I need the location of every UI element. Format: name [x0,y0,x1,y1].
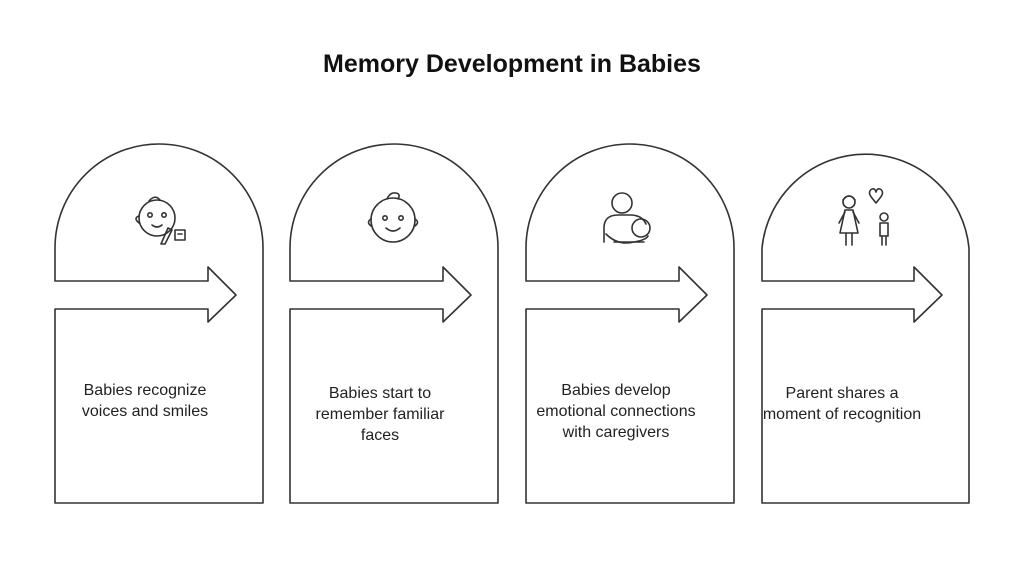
step-3-description: Babies develop emotional connections wit… [536,382,696,441]
step-2-card [289,143,499,504]
step-4-description: Parent shares a moment of recognition [762,385,922,423]
parent-child-heart-icon [838,188,889,246]
diagram-title: Memory Development in Babies [323,50,701,78]
baby-face-listening-icon [135,196,186,245]
step-1-description: Babies recognize voices and smiles [81,382,209,420]
smiling-baby-face-icon [367,192,419,243]
parent-holding-baby-icon [603,192,651,244]
step-1-card [54,143,264,504]
step-4-card [761,153,970,504]
step-2-description: Babies start to remember familiar faces [315,385,445,444]
step-3-card [525,143,735,504]
